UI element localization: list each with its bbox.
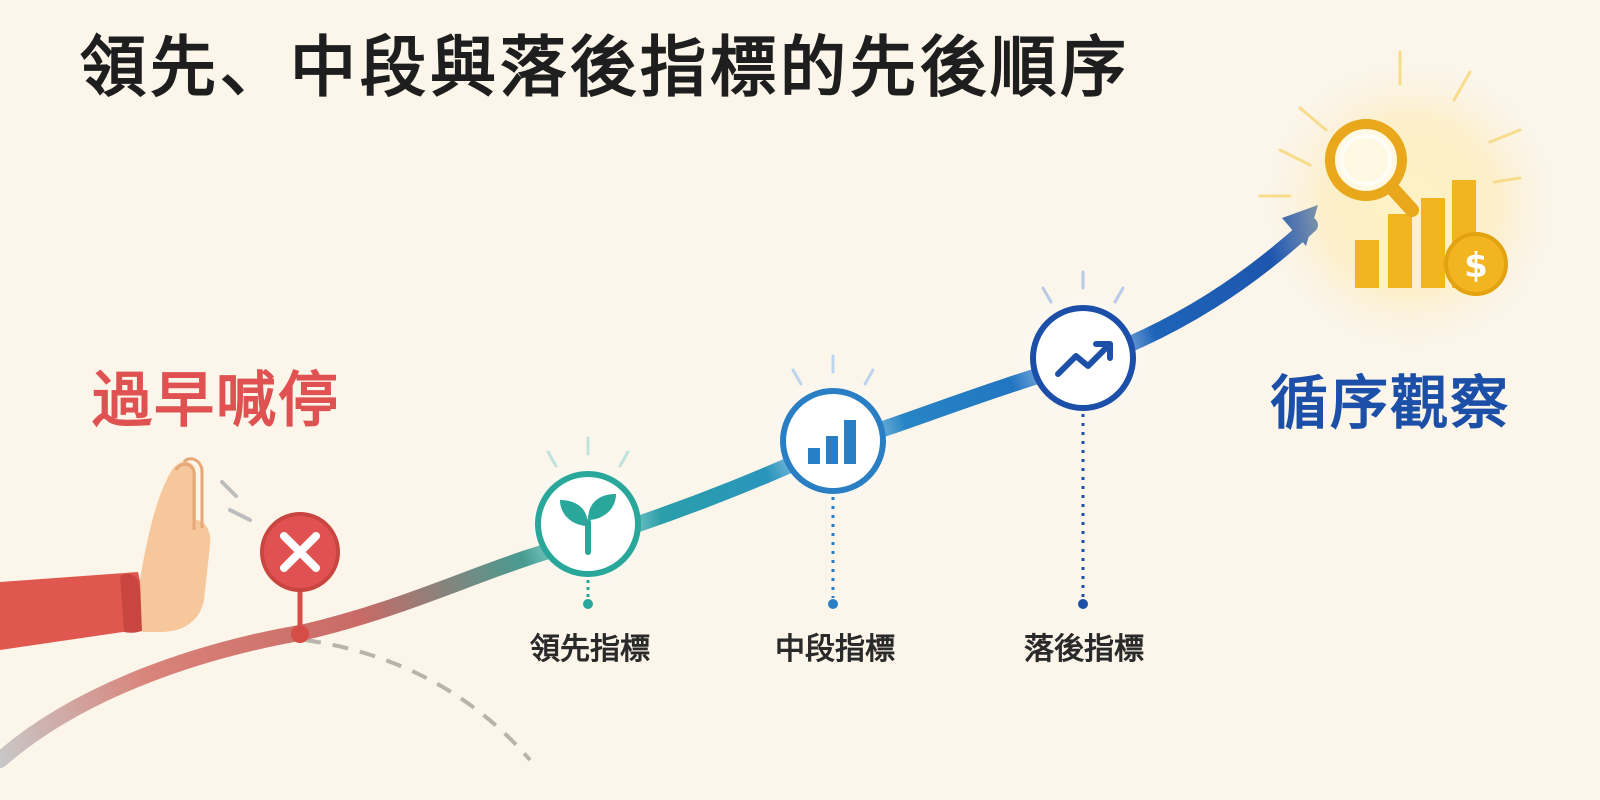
sequential-observation-label: 循序觀察 <box>1270 369 1511 437</box>
coin-symbol: $ <box>1464 246 1488 286</box>
x-circle-icon <box>260 512 340 643</box>
stage-node-leading <box>514 436 662 609</box>
stage-label-lagging: 落後指標 <box>1024 632 1144 667</box>
bar-chart-icon <box>808 420 856 464</box>
stage-label-leading: 領先指標 <box>530 632 650 667</box>
stage-node-lagging <box>1007 270 1159 609</box>
abandoned-path <box>304 638 532 762</box>
stage-node-middle <box>759 354 907 609</box>
magnifier-chart-coin-icon: $ <box>1258 50 1560 355</box>
early-stop-label: 過早喊停 <box>92 366 340 436</box>
trend-up-icon <box>1055 341 1113 377</box>
stage-label-middle: 中段指標 <box>775 632 895 667</box>
page-title: 領先、中段與落後指標的先後順序 <box>80 29 1130 106</box>
stop-hand-icon <box>0 457 252 650</box>
sprout-icon <box>560 494 616 555</box>
